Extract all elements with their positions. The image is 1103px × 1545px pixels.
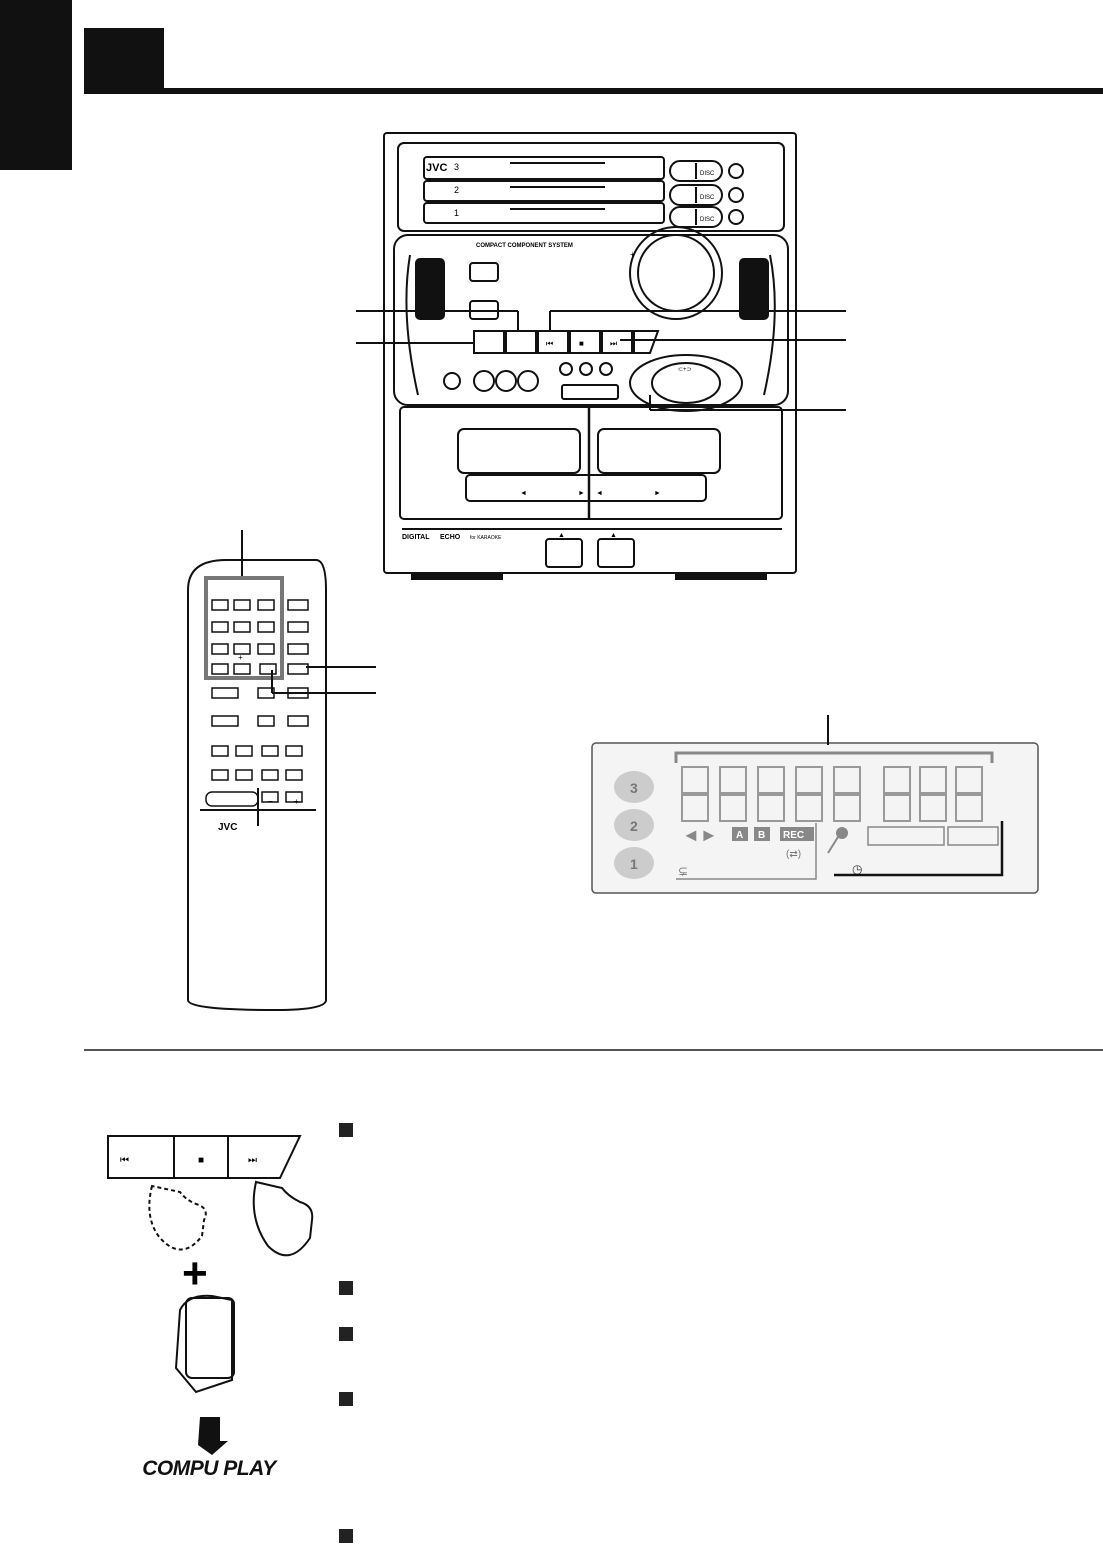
echo-label-digital: DIGITAL [402, 534, 430, 541]
compu-play-logo: COMPU PLAY [136, 1415, 282, 1485]
header-rule [84, 88, 1103, 94]
step-bullet-4 [339, 1392, 353, 1406]
deck-b-rew[interactable]: ◄ [596, 490, 603, 497]
transport-buttons [473, 330, 660, 354]
leader-lines [356, 310, 846, 411]
disc-num-3: 3 [454, 162, 459, 172]
repeat-icon: (⇄) [786, 849, 801, 860]
finger-solid [252, 1180, 314, 1257]
display-panel: 3 2 1 A B REC ◄► (⇄) ⊊ ◷ [591, 715, 1039, 894]
step-bullet-1 [339, 1123, 353, 1137]
echo-label-echo: ECHO [440, 534, 461, 541]
cd-changer-panel [397, 142, 785, 232]
illus-prev-icon: ⏮ [120, 1155, 129, 1166]
pointing-hand-icon [198, 1417, 228, 1455]
disc-btn-2[interactable]: DISC [700, 195, 715, 201]
disc-icon-1: 1 [630, 856, 638, 872]
deck-b [597, 428, 721, 474]
deck-a [457, 428, 581, 474]
volume-plus: + [630, 250, 635, 259]
remote-control-illustration: JVC + − + [187, 530, 376, 1012]
section-title-block [84, 28, 164, 92]
play-direction-indicator: ◄► [682, 825, 718, 845]
eject-a-icon[interactable]: ▲ [558, 532, 565, 539]
prev-button[interactable]: ⏮ [546, 339, 553, 348]
disc-btn-1[interactable]: DISC [700, 217, 715, 223]
deck-a-ff[interactable]: ► [578, 490, 585, 497]
remote-vol-plus[interactable]: + [294, 797, 299, 806]
remote-plus[interactable]: + [238, 653, 243, 662]
plus-sign: + [182, 1249, 208, 1298]
volume-knob [629, 226, 723, 320]
disc-icon-2: 2 [630, 818, 638, 834]
illus-next-icon: ⏭ [248, 1155, 257, 1166]
control-panel [393, 234, 789, 406]
remote-body [187, 559, 327, 1012]
clock-icon: ◷ [852, 862, 862, 876]
display-field-1 [867, 826, 945, 846]
disc-buttons [669, 160, 744, 228]
cursor-center-label[interactable]: ⊂+⊃ [678, 367, 692, 373]
remote-leader-lines [271, 666, 376, 694]
echo-label-karaoke: for KARAOKE [470, 535, 502, 541]
badge-rec: REC [783, 830, 804, 841]
stereo-unit-illustration: JVC COMPACT COMPONENT SYSTEM 3 2 1 DISC … [356, 132, 846, 580]
disc-num-1: 1 [454, 208, 459, 218]
step-bullet-5 [339, 1529, 353, 1543]
remote-brand: JVC [218, 822, 237, 833]
step-bullet-3 [339, 1327, 353, 1341]
loop-icon: ⊊ [678, 864, 688, 878]
disc-num-2: 2 [454, 185, 459, 195]
remote-buttons [205, 599, 309, 807]
deck-a-rew[interactable]: ◄ [520, 490, 527, 497]
next-button[interactable]: ⏭ [610, 339, 617, 348]
badge-a: A [736, 830, 743, 841]
finger-dashed [148, 1184, 207, 1251]
section-divider [84, 1049, 1103, 1051]
unit-body [383, 132, 797, 574]
disc-btn-3[interactable]: DISC [700, 171, 715, 177]
stop-button[interactable]: ■ [579, 339, 584, 348]
tape-deck-area [399, 406, 783, 520]
segment-digits [681, 766, 983, 822]
disc-icon-3: 3 [630, 780, 638, 796]
compu-play-wordmark: COMPU PLAY [142, 1457, 276, 1480]
illus-stop-icon: ■ [198, 1155, 204, 1166]
language-side-tab [0, 0, 72, 170]
display-field-2 [947, 826, 999, 846]
badge-b: B [758, 830, 765, 841]
button-press-illustration: ⏮ ■ ⏭ + [107, 1135, 314, 1394]
step-bullet-2 [339, 1281, 353, 1295]
eject-b-icon[interactable]: ▲ [610, 532, 617, 539]
mic-icon [827, 827, 848, 854]
unit-brand: JVC [426, 162, 447, 174]
deck-b-ff[interactable]: ► [654, 490, 661, 497]
hand-remote [174, 1294, 233, 1394]
system-label: COMPACT COMPONENT SYSTEM [476, 243, 573, 249]
disc-status-icons [614, 771, 654, 879]
remote-vol-minus[interactable]: − [268, 797, 273, 806]
